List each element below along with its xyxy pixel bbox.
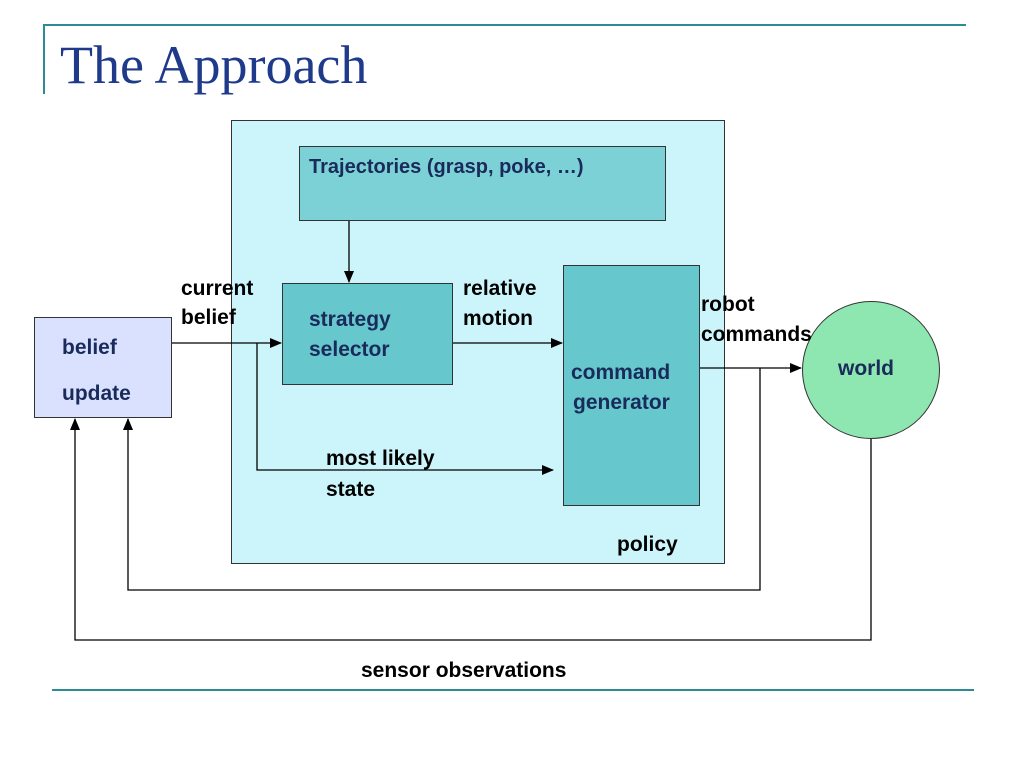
edge-sensor-observations (70, 418, 872, 641)
world-circle (802, 301, 940, 439)
bottom-rule (52, 689, 974, 691)
current-belief-label-2: belief (181, 306, 236, 329)
command-generator-box (563, 265, 700, 506)
trajectories-label: Trajectories (grasp, poke, …) (309, 156, 584, 178)
slide-title: The Approach (60, 35, 368, 95)
relative-motion-label-2: motion (463, 307, 533, 330)
strategy-selector-label-1: strategy (309, 308, 391, 331)
edge-most-likely-state (256, 343, 554, 475)
top-rule (44, 24, 966, 26)
belief-update-box (34, 317, 172, 418)
belief-update-label-2: update (62, 382, 131, 405)
robot-commands-label-2: commands (701, 323, 812, 346)
strategy-selector-box (282, 283, 453, 385)
strategy-selector-label-2: selector (309, 338, 390, 361)
command-generator-label-2: generator (573, 391, 670, 414)
current-belief-label-1: current (181, 277, 254, 300)
most-likely-state-label-1: most likely (326, 447, 435, 470)
relative-motion-label-1: relative (463, 277, 537, 300)
command-generator-label-1: command (571, 361, 671, 384)
most-likely-state-label-2: state (326, 478, 376, 501)
trajectories-box (299, 146, 666, 221)
belief-update-label-1: belief (62, 336, 117, 359)
sensor-observations-label: sensor observations (361, 659, 567, 682)
world-label: world (838, 357, 894, 380)
edge-commands-feedback (123, 368, 761, 591)
policy-label: policy (617, 533, 678, 556)
left-accent-rule (43, 24, 45, 94)
robot-commands-label-1: robot (701, 293, 755, 316)
